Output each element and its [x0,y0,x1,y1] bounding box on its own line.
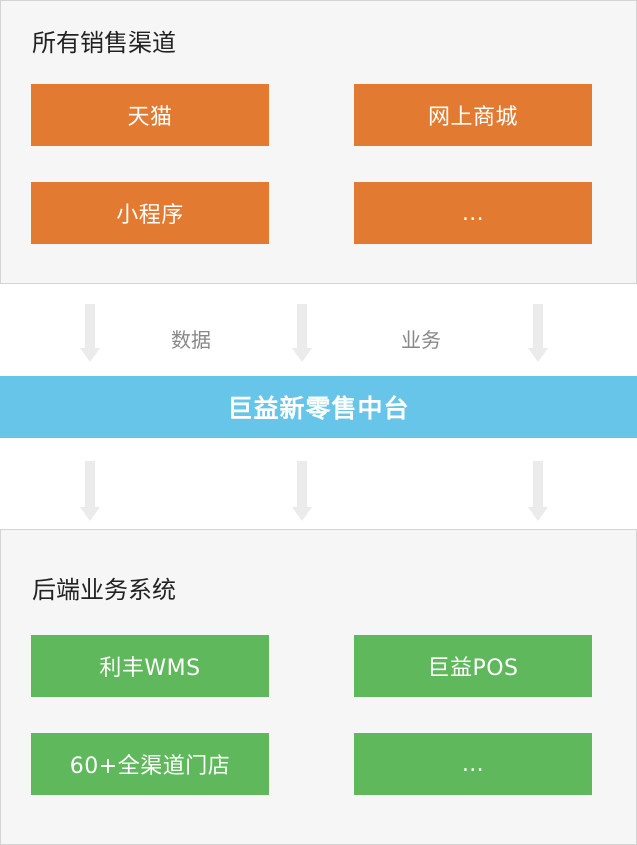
sales-channels-panel: 所有销售渠道 天猫 网上商城 小程序 … [0,0,637,284]
down-arrow-icon [80,461,100,521]
down-arrow-icon [528,304,548,362]
backend-pos-box: 巨益POS [354,635,592,697]
flow-label-data: 数据 [171,328,211,352]
channel-mini-program-box: 小程序 [31,182,269,244]
backend-stores-box: 60+全渠道门店 [31,733,269,795]
channel-more-box: … [354,182,592,244]
channel-tmall-box: 天猫 [31,84,269,146]
platform-band: 巨益新零售中台 [0,376,637,438]
down-arrow-icon [292,304,312,362]
flow-label-business: 业务 [401,328,441,352]
backend-systems-panel: 后端业务系统 利丰WMS 巨益POS 60+全渠道门店 … [0,529,637,845]
down-arrow-icon [292,461,312,521]
channel-online-mall-box: 网上商城 [354,84,592,146]
platform-title: 巨益新零售中台 [227,394,410,423]
sales-channels-title: 所有销售渠道 [32,29,176,57]
backend-lifung-wms-box: 利丰WMS [31,635,269,697]
backend-systems-title: 后端业务系统 [32,576,176,604]
backend-more-box: … [354,733,592,795]
down-arrow-icon [80,304,100,362]
down-arrow-icon [528,461,548,521]
